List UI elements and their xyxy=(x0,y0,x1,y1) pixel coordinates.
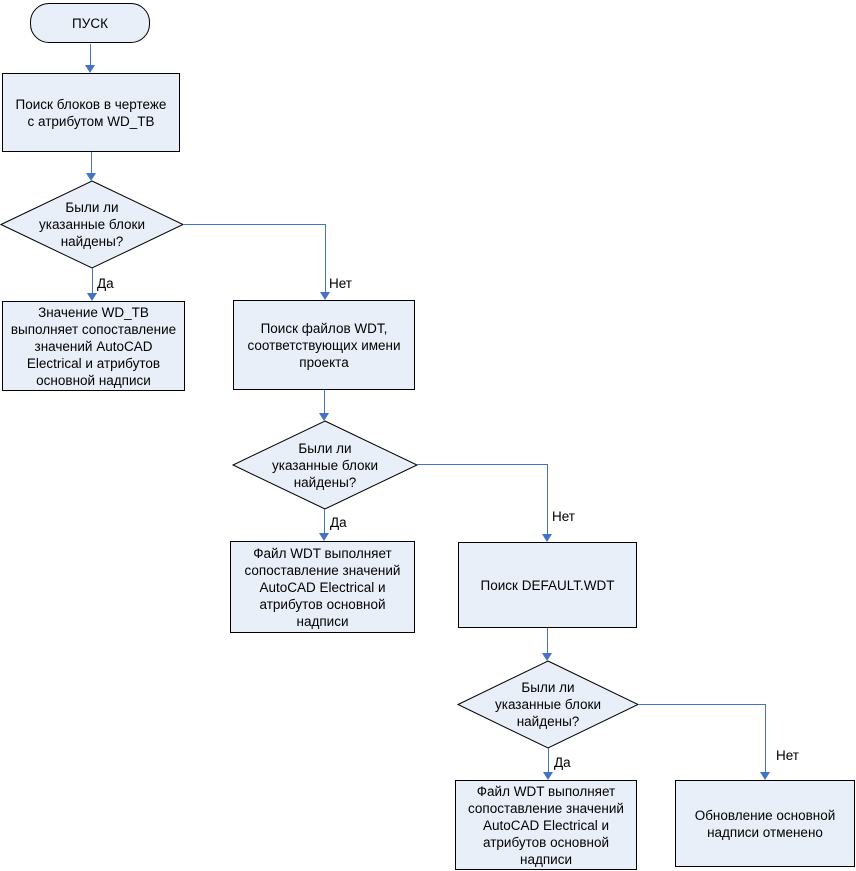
decision-blocks-found-3: Были ли указанные блоки найдены? xyxy=(458,661,638,748)
decision-blocks-found-2: Были ли указанные блоки найдены? xyxy=(233,421,417,509)
process-wdtb-mapping: Значение WD_TB выполняет сопоставление з… xyxy=(2,301,185,391)
terminator-start: ПУСК xyxy=(30,3,150,43)
diamond-shape xyxy=(233,421,417,509)
connector-line xyxy=(547,464,548,534)
process-wdtb-mapping-label: Значение WD_TB выполняет сопоставление з… xyxy=(10,304,177,388)
edge-label-yes-2: Да xyxy=(330,515,347,530)
connector-line xyxy=(638,704,766,705)
process-wdt-mapping-1: Файл WDT выполняет сопоставление значени… xyxy=(230,541,415,633)
process-search-default-wdt-label: Поиск DEFAULT.WDT xyxy=(480,577,615,593)
arrowhead-down-icon xyxy=(543,772,553,780)
process-update-cancelled: Обновление основной надписи отменено xyxy=(675,780,855,867)
process-wdt-mapping-2-label: Файл WDT выполняет сопоставление значени… xyxy=(468,783,624,867)
edge-label-no-2: Нет xyxy=(552,509,575,524)
connector-line xyxy=(547,628,548,653)
arrowhead-down-icon xyxy=(542,653,552,661)
arrowhead-down-icon xyxy=(85,65,95,73)
arrowhead-down-icon xyxy=(320,292,330,300)
edge-label-no-1: Нет xyxy=(329,276,352,291)
process-search-blocks: Поиск блоков в чертеже с атрибутом WD_TB xyxy=(2,73,180,152)
decision-blocks-found-1: Были ли указанные блоки найдены? xyxy=(1,181,183,268)
process-search-wdt-files-label: Поиск файлов WDT, соответствующих имени … xyxy=(247,320,401,370)
decision-blocks-found-1-label: Были ли указанные блоки найдены? xyxy=(39,200,145,249)
edge-label-no-3: Нет xyxy=(776,748,799,763)
connector-line xyxy=(417,464,548,465)
process-search-default-wdt: Поиск DEFAULT.WDT xyxy=(458,542,637,628)
connector-line xyxy=(324,509,325,533)
arrowhead-down-icon xyxy=(760,772,770,780)
process-search-blocks-label: Поиск блоков в чертеже с атрибутом WD_TB xyxy=(15,96,167,129)
arrowhead-down-icon xyxy=(87,293,97,301)
process-update-cancelled-label: Обновление основной надписи отменено xyxy=(694,807,836,840)
terminator-start-label: ПУСК xyxy=(72,15,108,31)
process-wdt-mapping-1-label: Файл WDT выполняет сопоставление значени… xyxy=(244,545,401,629)
edge-label-yes-3: Да xyxy=(554,755,571,770)
connector-line xyxy=(325,224,326,292)
connector-line xyxy=(91,152,92,173)
process-wdt-mapping-2: Файл WDT выполняет сопоставление значени… xyxy=(455,780,637,870)
connector-line xyxy=(324,390,325,413)
connector-line xyxy=(90,44,91,65)
arrowhead-down-icon xyxy=(319,413,329,421)
arrowhead-down-icon xyxy=(319,533,329,541)
connector-line xyxy=(183,224,326,225)
connector-line xyxy=(548,748,549,772)
arrowhead-down-icon xyxy=(86,173,96,181)
connector-line xyxy=(765,704,766,772)
process-search-wdt-files: Поиск файлов WDT, соответствующих имени … xyxy=(233,300,415,390)
edge-label-yes-1: Да xyxy=(97,276,114,291)
decision-blocks-found-2-label: Были ли указанные блоки найдены? xyxy=(272,440,378,490)
connector-line xyxy=(92,268,93,293)
decision-blocks-found-3-label: Были ли указанные блоки найдены? xyxy=(495,680,601,729)
arrowhead-down-icon xyxy=(542,534,552,542)
